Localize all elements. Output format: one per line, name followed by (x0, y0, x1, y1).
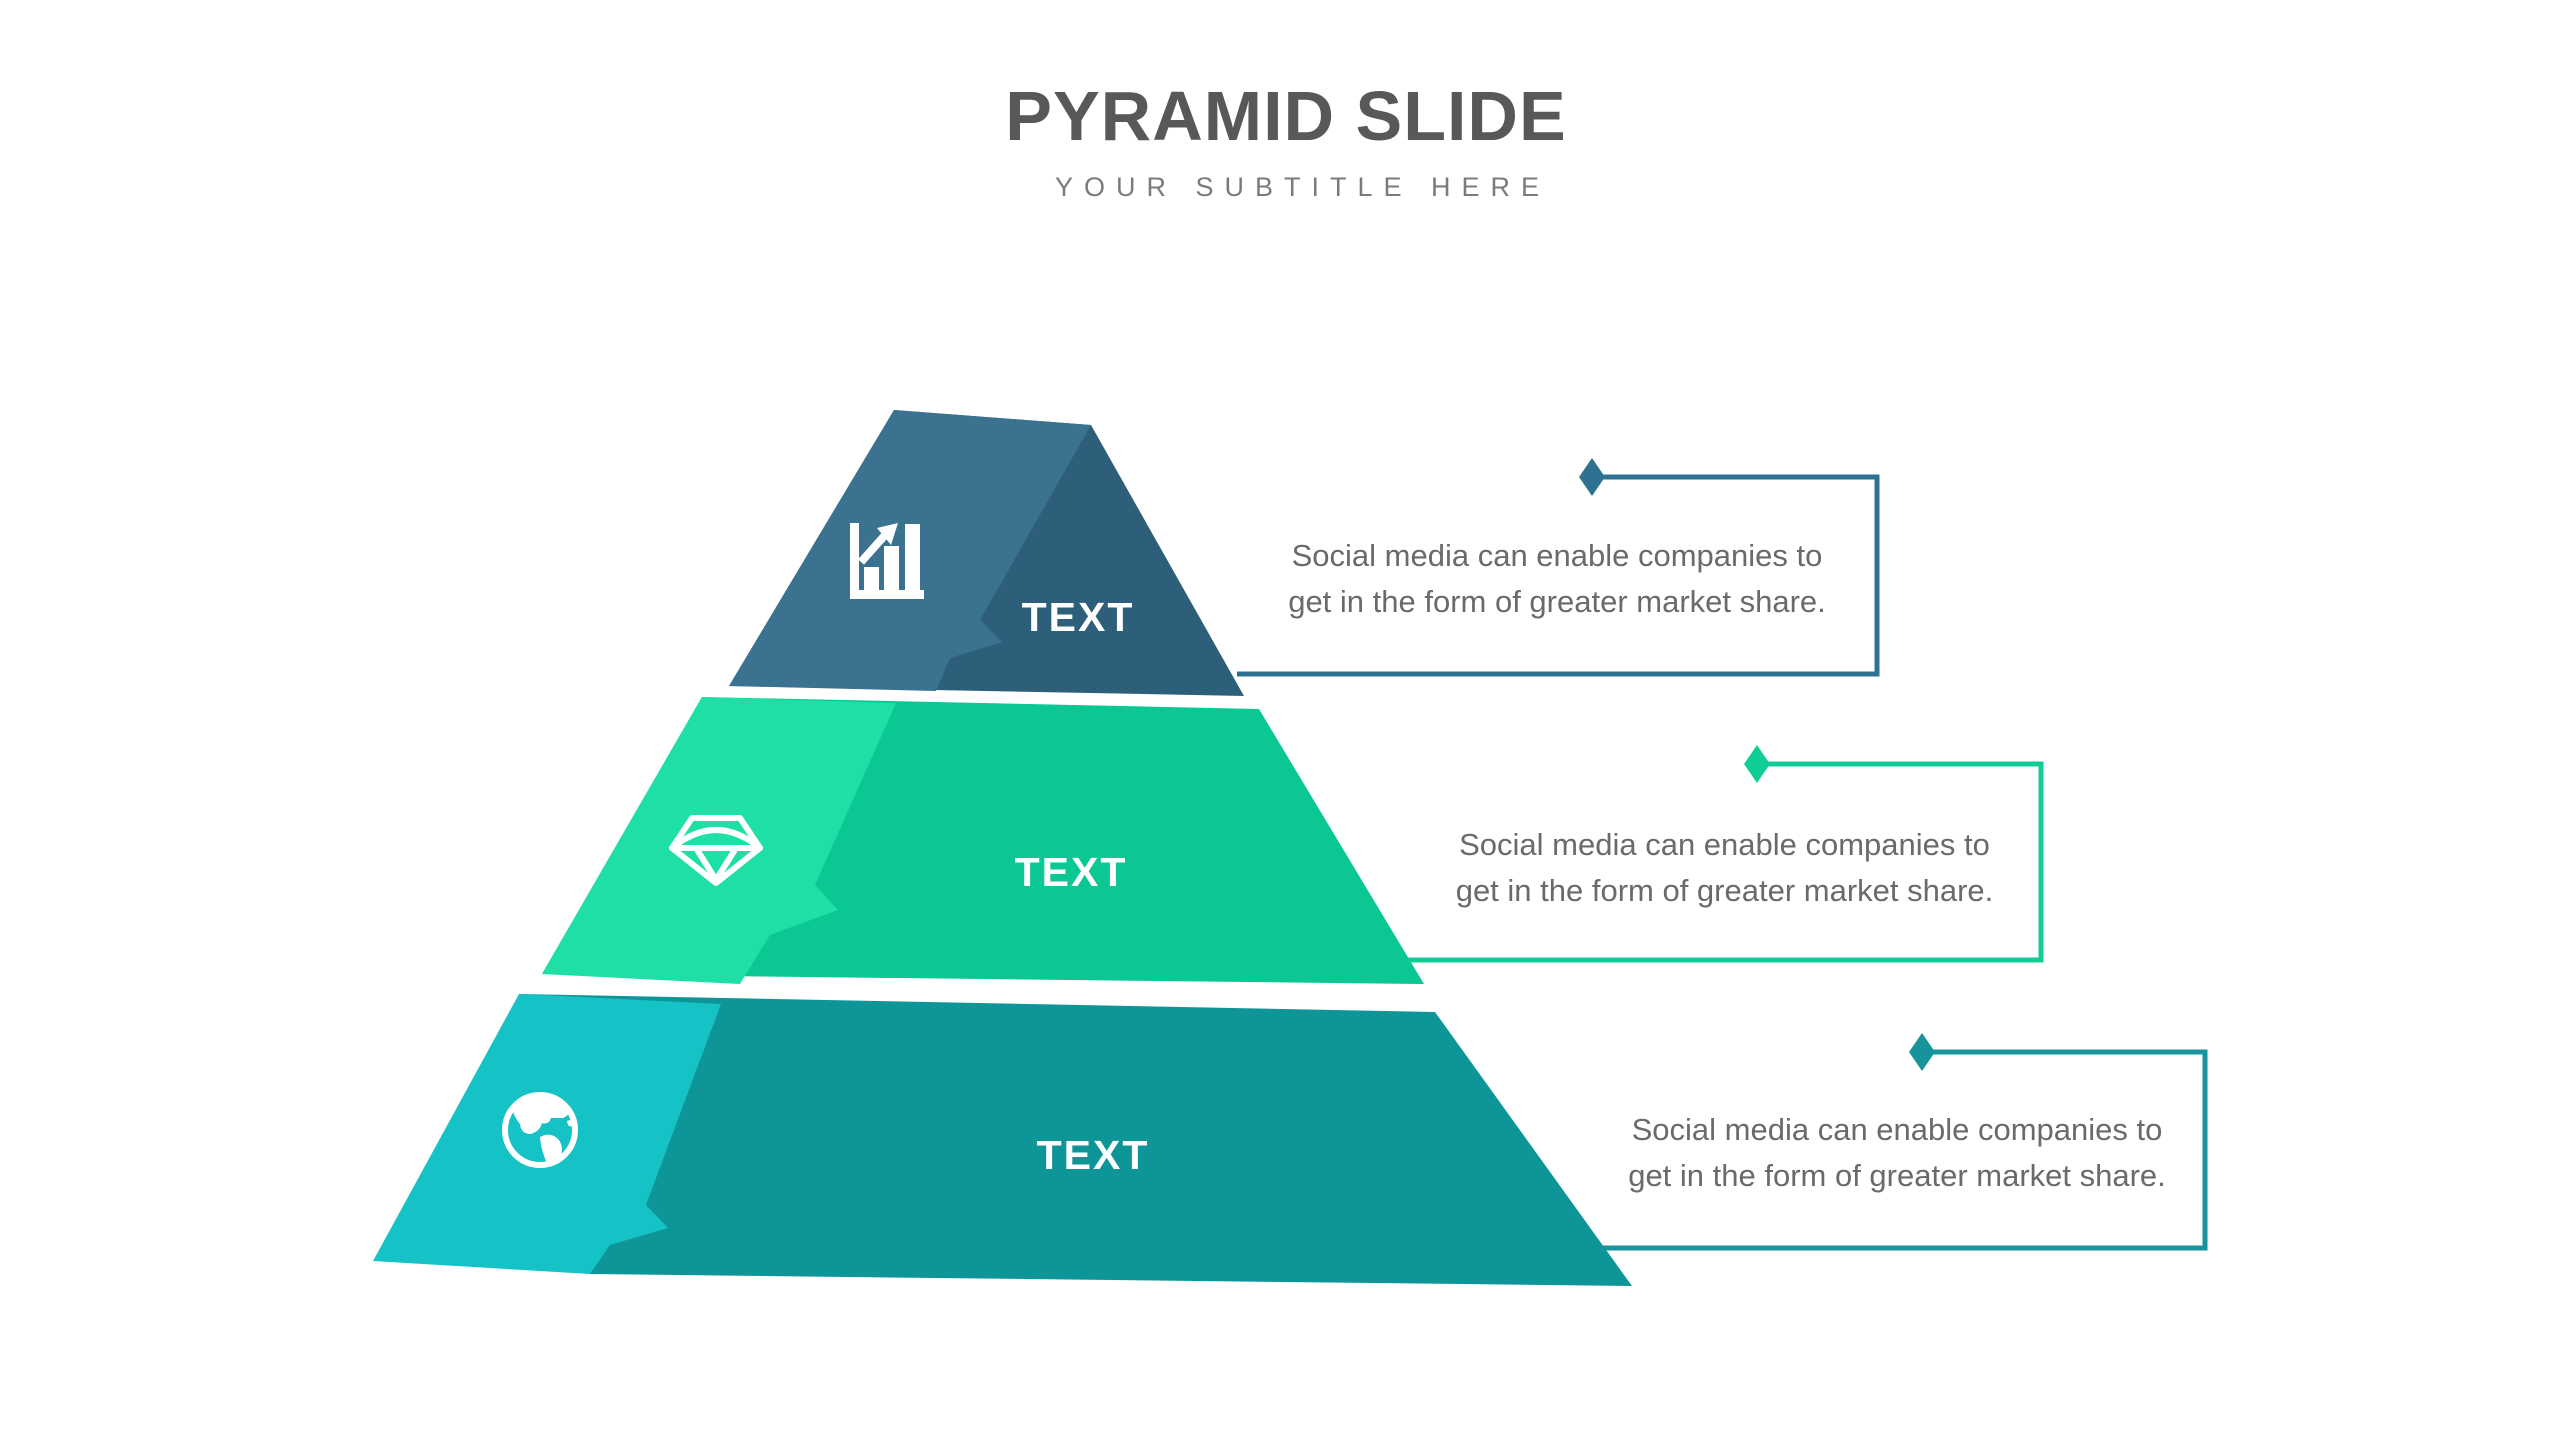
callout-line-middle (1408, 761, 2044, 963)
callout-text-top: Social media can enable companies to get… (1237, 533, 1877, 625)
tier-middle-label: TEXT (1014, 849, 1128, 895)
callout-line-bottom (1600, 1049, 2208, 1251)
tier-top-label: TEXT (1021, 594, 1135, 640)
callout-line-top (1237, 474, 1880, 677)
pyramid-tier-middle (542, 697, 1424, 984)
tier-middle-flap (542, 697, 896, 984)
callout-connector-middle (1408, 745, 2044, 963)
callout-connector-bottom (1600, 1033, 2208, 1251)
callout-diamond-bottom (1909, 1033, 1935, 1071)
callout-text-bottom-line1: Social media can enable companies to (1631, 1112, 2163, 1147)
callout-diamond-middle (1744, 745, 1770, 783)
callout-text-middle-line1: Social media can enable companies to (1459, 827, 1990, 862)
globe-icon (502, 1092, 578, 1168)
callout-text-top-line1: Social media can enable companies to (1291, 538, 1823, 573)
tier-bottom-face (519, 994, 1632, 1286)
bar-chart-growth-icon (850, 523, 924, 599)
callout-diamond-top (1579, 458, 1605, 496)
callout-connector-top (1237, 458, 1880, 677)
page-subtitle: YOUR SUBTITLE HERE (1054, 172, 1551, 202)
tier-bottom-label: TEXT (1036, 1132, 1150, 1178)
gem-icon (669, 815, 763, 886)
callout-text-bottom-line2: get in the form of greater market share. (1628, 1158, 2166, 1193)
tier-bottom-flap (373, 994, 721, 1274)
page-title: PYRAMID SLIDE (1005, 77, 1567, 155)
pyramid-tier-top (729, 410, 1244, 696)
callout-text-middle-line2: get in the form of greater market share. (1455, 873, 1994, 908)
callout-text-bottom: Social media can enable companies to get… (1589, 1107, 2205, 1199)
pyramid-tier-bottom (373, 994, 1632, 1286)
callout-text-top-line2: get in the form of greater market share. (1288, 584, 1826, 619)
callout-text-middle: Social media can enable companies to get… (1408, 822, 2041, 914)
